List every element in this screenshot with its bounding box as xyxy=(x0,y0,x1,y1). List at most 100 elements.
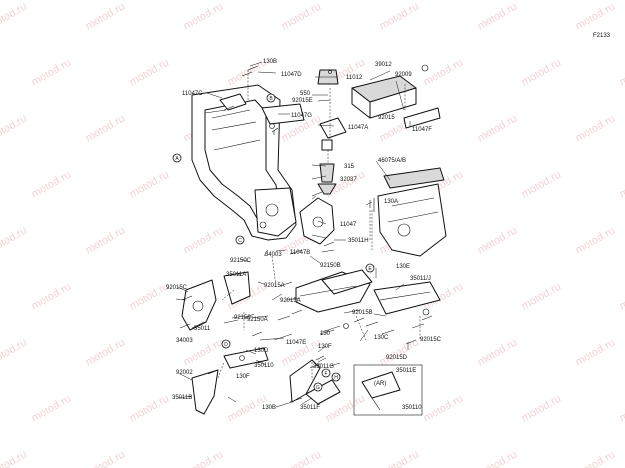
callout-letter: G xyxy=(316,385,320,391)
callout-letter: D xyxy=(224,342,228,348)
watermark-text: motod.ru xyxy=(574,112,618,144)
watermark-text: motod.ru xyxy=(378,0,422,32)
callout-circle xyxy=(235,235,245,245)
watermark-text: motod.ru xyxy=(378,448,422,468)
part-number-label: 92015E xyxy=(292,98,313,104)
part-number-label: 350110 xyxy=(402,405,422,411)
part-number-label: 32037 xyxy=(340,177,357,183)
part-number-label: 92009 xyxy=(395,72,412,78)
watermark-text: motod.ru xyxy=(182,0,226,32)
watermark-text: motod.ru xyxy=(30,392,74,424)
callout-letter: B xyxy=(269,96,273,102)
part-number-label: 11047G xyxy=(291,113,312,119)
part-number-label: 130F xyxy=(236,374,250,380)
watermark-text: motod.ru xyxy=(618,168,625,200)
part-number-label: 130A xyxy=(384,199,398,205)
part-number-label: 35011B xyxy=(172,395,192,401)
part-number-label: 92150C xyxy=(230,258,252,264)
watermark-text: motod.ru xyxy=(280,448,324,468)
callout-letter: F xyxy=(324,371,327,377)
part-number-label: 11012 xyxy=(346,75,363,81)
callout-circle xyxy=(172,153,182,163)
watermark-text: motod.ru xyxy=(84,448,128,468)
part-number-label: (AR) xyxy=(374,381,386,387)
lower-subframe-drawing xyxy=(295,269,441,315)
part-number-label: 92015D xyxy=(386,355,408,361)
part-number-label: 11047C xyxy=(182,91,203,97)
leader-lines xyxy=(175,61,425,408)
watermark-text: motod.ru xyxy=(378,336,422,368)
watermark-text: motod.ru xyxy=(476,336,520,368)
watermark-text: motod.ru xyxy=(84,112,128,144)
fasteners xyxy=(179,65,433,403)
callout-circle xyxy=(221,339,231,349)
watermark-text: motod.ru xyxy=(520,168,564,200)
part-number-label: 130 xyxy=(320,331,331,337)
part-number-label: 11047E xyxy=(286,340,306,346)
part-number-label: 11047A xyxy=(348,125,368,131)
part-number-label: 11047D xyxy=(281,72,302,78)
callout-circle xyxy=(321,368,331,378)
watermark-text: motod.ru xyxy=(84,0,128,32)
callout-letter: E xyxy=(368,266,372,272)
watermark-text: motod.ru xyxy=(280,0,324,32)
watermark-text: motod.ru xyxy=(182,448,226,468)
watermark-text: motod.ru xyxy=(618,280,625,312)
watermark-text: motod.ru xyxy=(30,168,74,200)
part-number-labels: 130B11047D11047C11012390129200955092015E… xyxy=(166,59,442,411)
watermark-text: motod.ru xyxy=(128,56,172,88)
watermark-text: motod.ru xyxy=(0,336,29,368)
watermark-text: motod.ru xyxy=(476,112,520,144)
part-number-label: 550 xyxy=(300,91,311,97)
watermark-text: motod.ru xyxy=(84,336,128,368)
watermark-text: motod.ru xyxy=(476,224,520,256)
watermark-text: motod.ru xyxy=(574,224,618,256)
part-number-label: 35011/J xyxy=(410,276,431,282)
watermark-text: motod.ru xyxy=(476,0,520,32)
footpeg-bracket-drawing xyxy=(191,347,269,415)
part-number-label: 11047F xyxy=(412,127,432,133)
callout-circle xyxy=(331,372,341,382)
watermark-text: motod.ru xyxy=(128,168,172,200)
callout-letter: A xyxy=(175,156,179,162)
ar-detail-box xyxy=(353,364,423,416)
watermark-text: motod.ru xyxy=(574,336,618,368)
callout-circle xyxy=(365,263,375,273)
main-frame-drawing xyxy=(191,84,305,241)
watermark-text: motod.ru xyxy=(84,224,128,256)
watermark-text: motod.ru xyxy=(182,224,226,256)
part-number-label: 130B xyxy=(263,59,277,65)
part-number-label: 34003 xyxy=(265,252,282,258)
part-number-label: 39012 xyxy=(375,62,392,68)
part-number-label: 46075/A/B xyxy=(378,158,406,164)
side-cover-drawing xyxy=(377,167,447,257)
watermark-text: motod.ru xyxy=(0,0,29,32)
part-number-label: 92150 xyxy=(234,315,251,321)
watermark-text: motod.ru xyxy=(520,56,564,88)
part-number-label: 11047B xyxy=(290,250,310,256)
lower-center-bracket xyxy=(289,359,341,405)
watermark-text: motod.ru xyxy=(618,392,625,424)
watermark-text: motod.ru xyxy=(30,280,74,312)
watermark-text: motod.ru xyxy=(0,112,29,144)
part-number-label: 92015A xyxy=(280,298,301,304)
watermark-text: motod.ru xyxy=(520,280,564,312)
callout-letter: H xyxy=(334,375,338,381)
part-number-label: 35011G xyxy=(313,364,334,370)
watermark-text: motod.ru xyxy=(422,56,466,88)
engine-mount-bracket xyxy=(299,69,347,245)
watermark-text: motod.ru xyxy=(618,56,625,88)
callout-circle xyxy=(266,93,276,103)
watermark-text: motod.ru xyxy=(128,392,172,424)
watermark-text: motod.ru xyxy=(30,56,74,88)
watermark-text: motod.ru xyxy=(128,280,172,312)
part-number-label: 35011A xyxy=(226,272,246,278)
part-number-label: 35011H xyxy=(348,238,369,244)
part-number-label: 130C xyxy=(374,335,389,341)
watermark-text: motod.ru xyxy=(476,448,520,468)
watermark-text: motod.ru xyxy=(574,448,618,468)
watermark-text: motod.ru xyxy=(0,448,29,468)
